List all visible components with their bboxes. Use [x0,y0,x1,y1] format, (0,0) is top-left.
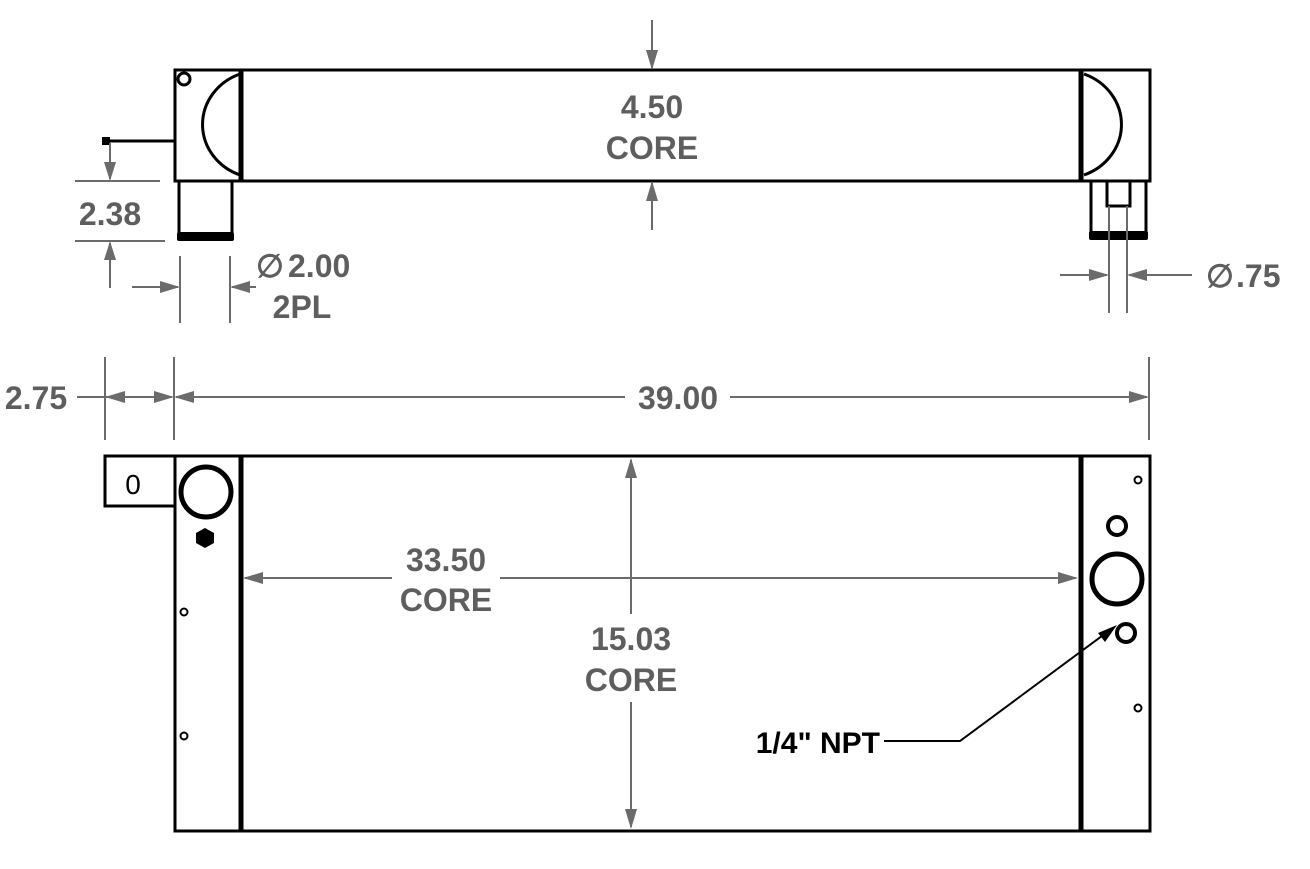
large-outlet-pipe [177,179,234,238]
overall-width-value: 39.00 [638,380,718,416]
side-view [102,68,1152,313]
large-connection-qty: 2PL [273,289,332,325]
core-height-dimension: 15.03 CORE [585,458,677,829]
small-connection-dimension: ∅ .75 [1060,258,1280,294]
left-inlet-port [178,464,234,520]
small-outlet-inner [1105,179,1132,208]
core-thickness-dimension: 4.50 CORE [606,20,698,230]
core-width-value: 33.50 [406,542,486,578]
large-connection-symbol: ∅ [256,248,284,284]
outlet-height-value: 2.38 [79,196,141,232]
small-connection-symbol: ∅ [1206,258,1234,294]
bracket-mark: 0 [125,469,141,500]
mounting-bracket [103,454,175,508]
core-thickness-value: 4.50 [621,89,683,125]
side-core-outline [173,68,1152,183]
left-tank-dome [201,72,241,177]
side-rod-end [102,137,110,145]
large-outlet-bead [177,232,234,241]
small-outlet-bead [1089,231,1148,240]
small-connection-value: .75 [1236,258,1280,294]
front-outline [173,454,1152,833]
right-outlet-port [1089,551,1145,607]
npt-callout-label: 1/4" NPT [756,727,880,760]
core-height-value: 15.03 [591,621,671,657]
overall-width-dimension: 2.75 39.00 [5,357,1150,440]
right-bolt-hole-2 [1133,703,1143,713]
npt-port [1115,622,1137,644]
right-tank-dome [1083,72,1123,177]
large-connection-dimension: ∅ 2.00 2PL [132,248,350,325]
npt-callout: 1/4" NPT [756,625,1117,760]
left-bolt-hole-1 [179,607,189,617]
left-bolt-hole-2 [179,731,189,741]
side-vent-hole [176,71,192,87]
front-view: 0 [103,454,1152,833]
core-height-label: CORE [585,662,677,698]
drain-plug-hex [196,528,214,548]
right-bolt-hole-1 [1133,475,1143,485]
outlet-height-dimension: 2.38 [75,143,165,288]
core-width-dimension: 33.50 CORE [243,542,1078,618]
core-thickness-label: CORE [606,130,698,166]
right-small-port [1106,515,1128,537]
core-width-label: CORE [400,582,492,618]
large-connection-value: 2.00 [288,248,350,284]
offset-value: 2.75 [5,380,67,416]
